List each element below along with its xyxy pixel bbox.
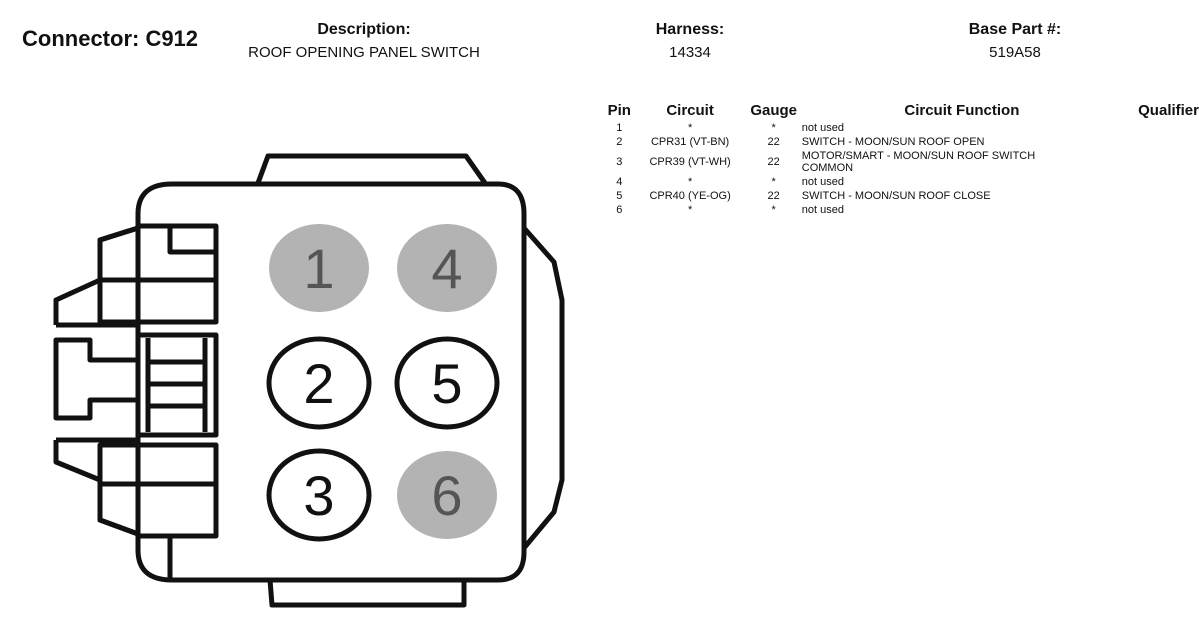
- cell-gauge: 22: [767, 136, 780, 148]
- pin-label-6: 6: [431, 464, 462, 527]
- pin-table-header: Pin Circuit Gauge Circuit Function Quali…: [604, 99, 1199, 121]
- pin-cavity-5: [394, 336, 500, 430]
- pin-cavity-1: [269, 224, 369, 312]
- base-part-value: 519A58: [989, 44, 1041, 61]
- cell-circuit: *: [687, 204, 693, 216]
- table-row: 5 CPR40 (YE-OG) 22 SWITCH - MOON/SUN ROO…: [604, 189, 1199, 203]
- pin-cavity-2: [266, 336, 372, 430]
- cell-pin: 6: [616, 204, 623, 216]
- cell-qualifier: [1122, 121, 1199, 135]
- cell-pin: 4: [616, 176, 623, 188]
- header-circuit-function: Circuit Function: [904, 101, 1020, 119]
- cell-gauge: 22: [767, 190, 780, 202]
- harness-value: 14334: [669, 44, 711, 61]
- cell-qualifier: [1122, 203, 1199, 217]
- cell-circuit: CPR40 (YE-OG): [649, 190, 731, 202]
- description-heading: Description:: [317, 21, 411, 38]
- cell-qualifier: [1122, 135, 1199, 149]
- cell-circuit: CPR39 (VT-WH): [649, 156, 731, 168]
- cell-function: SWITCH - MOON/SUN ROOF CLOSE: [801, 190, 991, 202]
- header-qualifier: Qualifier: [1138, 101, 1199, 119]
- description-value: ROOF OPENING PANEL SWITCH: [248, 44, 480, 61]
- pin-label-3: 3: [303, 464, 334, 527]
- base-part-block: Base Part #: 519A58: [930, 21, 1100, 61]
- header-circuit: Circuit: [666, 101, 714, 119]
- cell-pin: 5: [616, 190, 623, 202]
- table-row: 1 * * not used: [604, 121, 1199, 135]
- cell-function: not used: [801, 204, 844, 216]
- header-gauge: Gauge: [750, 101, 797, 119]
- cell-circuit: CPR31 (VT-BN): [650, 136, 730, 148]
- pin-cavity-6: [397, 451, 497, 539]
- cell-pin: 2: [616, 136, 623, 148]
- cell-qualifier: [1122, 149, 1199, 175]
- cell-function: SWITCH - MOON/SUN ROOF OPEN: [801, 136, 985, 148]
- connector-face-diagram: 1 4 2 5 3 6: [53, 153, 565, 608]
- table-row: 3 CPR39 (VT-WH) 22 MOTOR/SMART - MOON/SU…: [604, 149, 1199, 175]
- cell-gauge: *: [771, 122, 776, 134]
- pin-label-1: 1: [303, 237, 334, 300]
- pin-label-2: 2: [303, 352, 334, 415]
- cell-gauge: *: [771, 204, 776, 216]
- cell-qualifier: [1122, 175, 1199, 189]
- cell-qualifier: [1122, 189, 1199, 203]
- harness-block: Harness: 14334: [630, 21, 750, 61]
- pin-cavities: 1 4 2 5 3 6: [266, 224, 500, 542]
- connector-top-tab: [255, 153, 488, 185]
- cell-gauge: *: [771, 176, 776, 188]
- cell-function: not used: [801, 176, 844, 188]
- cell-function: MOTOR/SMART - MOON/SUN ROOF SWITCH COMMO…: [801, 150, 1036, 174]
- pin-label-5: 5: [431, 352, 462, 415]
- harness-heading: Harness:: [655, 21, 725, 38]
- cell-gauge: 22: [767, 156, 780, 168]
- cell-pin: 1: [616, 122, 623, 134]
- pin-cavity-4: [397, 224, 497, 312]
- cell-circuit: *: [687, 176, 693, 188]
- connector-right-rail: [522, 226, 565, 550]
- cell-function: not used: [801, 122, 844, 134]
- connector-title: Connector: C912: [22, 26, 199, 51]
- header-pin: Pin: [607, 101, 631, 119]
- connector-bottom-tab: [267, 579, 467, 608]
- description-block: Description: ROOF OPENING PANEL SWITCH: [230, 21, 498, 61]
- table-row: 4 * * not used: [604, 175, 1199, 189]
- pin-label-4: 4: [431, 237, 462, 300]
- table-row: 2 CPR31 (VT-BN) 22 SWITCH - MOON/SUN ROO…: [604, 135, 1199, 149]
- connector-body: [135, 181, 527, 583]
- upper-latch: [97, 223, 219, 325]
- table-row: 6 * * not used: [604, 203, 1199, 217]
- lower-latch: [97, 442, 219, 539]
- pin-table: Pin Circuit Gauge Circuit Function Quali…: [604, 99, 1199, 217]
- cell-pin: 3: [616, 156, 623, 168]
- cell-circuit: *: [687, 122, 693, 134]
- center-lock: [53, 332, 219, 438]
- pin-cavity-3: [266, 448, 372, 542]
- base-part-heading: Base Part #:: [968, 21, 1062, 38]
